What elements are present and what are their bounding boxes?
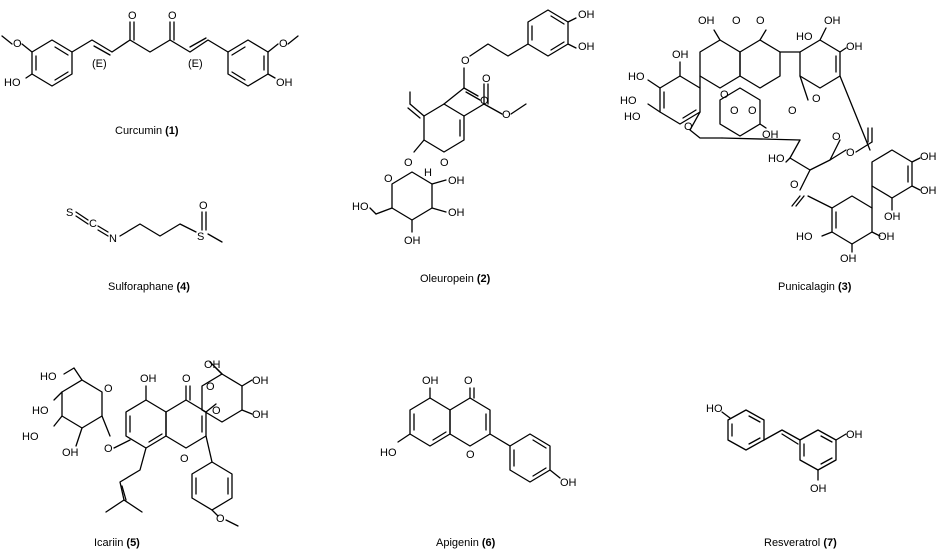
atom-o-ester-oleuropein: O bbox=[461, 55, 470, 67]
atom-ho-apigenin-7: HO bbox=[380, 447, 397, 459]
atom-o-glucose-ring-oleuropein: O bbox=[384, 173, 393, 185]
resveratrol-structure: HO OH OH bbox=[706, 403, 863, 495]
atom-ho-icariin-1: HO bbox=[40, 371, 57, 383]
atom-s-sulforaphane-1: S bbox=[66, 207, 73, 219]
atom-ho-puni-3: HO bbox=[624, 111, 641, 123]
atom-o-ketone-2: O bbox=[168, 10, 177, 22]
curcumin-structure: O HO O O (E) (E) O OH bbox=[1, 10, 299, 89]
atom-oh-glucose-2: OH bbox=[448, 207, 465, 219]
atom-o-glycosidic-oleuropein: O bbox=[404, 157, 413, 169]
atom-ho-puni-6: HO bbox=[796, 231, 813, 243]
atom-o-puni-lactone-1: O bbox=[732, 15, 741, 27]
atom-o-icariin-carbonyl: O bbox=[182, 373, 191, 385]
icariin-structure: O HO HO HO OH O OH O O O O bbox=[22, 359, 269, 527]
atom-oh-puni-1: OH bbox=[672, 49, 689, 61]
atom-o-puni-4: O bbox=[730, 105, 739, 117]
atom-ho-puni-2: HO bbox=[620, 95, 637, 107]
oleuropein-structure: OH OH O O O O O H O O OH O bbox=[352, 9, 595, 247]
atom-o-apigenin-ring: O bbox=[466, 449, 475, 461]
atom-h-oleuropein: H bbox=[424, 167, 432, 179]
atom-o-methoxy-left: O bbox=[13, 38, 22, 50]
atom-o-icariin-methoxy: O bbox=[216, 513, 225, 525]
atom-oh-apigenin-4p: OH bbox=[560, 477, 577, 489]
atom-o-puni-5: O bbox=[748, 105, 757, 117]
atom-oh-icariin-1: OH bbox=[62, 447, 79, 459]
atom-o-puni-10: O bbox=[846, 147, 855, 159]
atom-o-puni-11: O bbox=[790, 179, 799, 191]
atom-ho-puni-4: HO bbox=[796, 31, 813, 43]
atom-ho-resveratrol-4p: HO bbox=[706, 403, 723, 415]
punicalagin-structure: OH HO HO HO OH O O O O O OH HO OH OH O O bbox=[620, 15, 937, 265]
atom-o-methoxy-right: O bbox=[279, 38, 288, 50]
atom-oh-apigenin-5: OH bbox=[422, 375, 439, 387]
caption-curcumin: Curcumin (1) bbox=[115, 125, 179, 137]
atom-s-sulforaphane-2: S bbox=[197, 231, 204, 243]
atom-c-sulforaphane: C bbox=[89, 218, 97, 230]
atom-oh-puni-2: OH bbox=[698, 15, 715, 27]
apigenin-structure: OH O HO O OH bbox=[380, 375, 577, 489]
caption-sulforaphane: Sulforaphane (4) bbox=[108, 281, 190, 293]
atom-ho-puni-1: HO bbox=[628, 71, 645, 83]
atom-oh-puni-3: OH bbox=[762, 129, 779, 141]
sulforaphane-structure: S C N S O bbox=[66, 200, 223, 245]
label-e-left: (E) bbox=[92, 58, 107, 70]
label-e-right: (E) bbox=[188, 58, 203, 70]
atom-o-icariin-pyran: O bbox=[180, 453, 189, 465]
atom-oh-icariin-5: OH bbox=[204, 359, 221, 371]
atom-o-sulfoxide: O bbox=[199, 200, 208, 212]
atom-oh-puni-8: OH bbox=[884, 211, 901, 223]
atom-o-puni-8: O bbox=[684, 121, 693, 133]
atom-o-puni-9: O bbox=[832, 131, 841, 143]
atom-ho-icariin-2: HO bbox=[32, 405, 49, 417]
atom-o-puni-3: O bbox=[720, 89, 729, 101]
atom-o-puni-6: O bbox=[812, 93, 821, 105]
caption-punicalagin: Punicalagin (3) bbox=[778, 281, 852, 293]
atom-oh-glucose-1: OH bbox=[448, 175, 465, 187]
atom-o-puni-lactone-2: O bbox=[756, 15, 765, 27]
atom-oh-puni-9: OH bbox=[878, 231, 895, 243]
atom-oh-puni-7: OH bbox=[920, 185, 937, 197]
caption-apigenin: Apigenin (6) bbox=[436, 537, 496, 549]
caption-oleuropein: Oleuropein (2) bbox=[420, 273, 491, 285]
atom-oh-curcumin-right: OH bbox=[276, 77, 293, 89]
atom-oh-oleuropein-2: OH bbox=[578, 41, 595, 53]
atom-o-icariin-glycosidic: O bbox=[104, 443, 113, 455]
atom-ho-curcumin-left: HO bbox=[4, 77, 21, 89]
atom-oh-icariin-4: OH bbox=[252, 409, 269, 421]
atom-ho-icariin-3: HO bbox=[22, 431, 39, 443]
atom-oh-icariin-2: OH bbox=[140, 373, 157, 385]
atom-oh-puni-4: OH bbox=[824, 15, 841, 27]
atom-ho-glucose-oleuropein: HO bbox=[352, 201, 369, 213]
atom-ho-puni-5: HO bbox=[768, 153, 785, 165]
atom-o-ketone-1: O bbox=[128, 10, 137, 22]
atom-oh-puni-6: OH bbox=[920, 151, 937, 163]
atom-oh-puni-10: OH bbox=[840, 253, 857, 265]
atom-n-sulforaphane: N bbox=[109, 233, 117, 245]
atom-oh-resveratrol-5: OH bbox=[810, 483, 827, 495]
caption-icariin: Icariin (5) bbox=[94, 537, 140, 549]
atom-oh-glucose-3: OH bbox=[404, 235, 421, 247]
atom-o-icariin-glc-ring: O bbox=[104, 383, 113, 395]
atom-o-apigenin-carbonyl: O bbox=[464, 375, 473, 387]
atom-o-methylester-oleuropein: O bbox=[502, 109, 511, 121]
atom-oh-resveratrol-3: OH bbox=[846, 429, 863, 441]
atom-oh-oleuropein-1: OH bbox=[578, 9, 595, 21]
atom-o-icariin-rha-ring: O bbox=[206, 381, 215, 393]
atom-o-icariin-3: O bbox=[212, 405, 221, 417]
atom-o-pyran-oleuropein: O bbox=[440, 157, 449, 169]
atom-o-puni-7: O bbox=[788, 105, 797, 117]
atom-oh-puni-5: OH bbox=[846, 41, 863, 53]
atom-o-carbonyl-oleuropein-2: O bbox=[482, 73, 491, 85]
caption-resveratrol: Resveratrol (7) bbox=[764, 537, 837, 549]
atom-oh-icariin-3: OH bbox=[252, 375, 269, 387]
